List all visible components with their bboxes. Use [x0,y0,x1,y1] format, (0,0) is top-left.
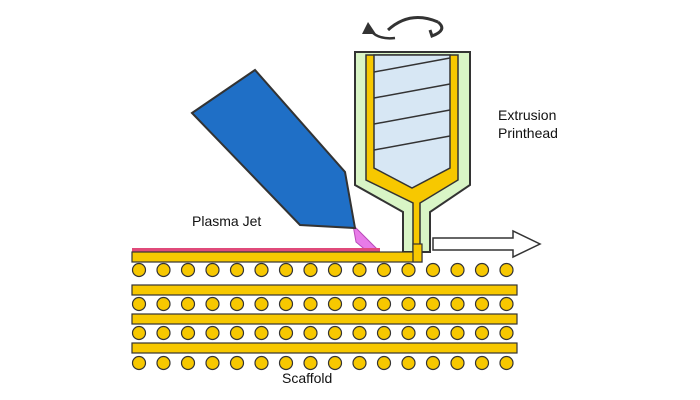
strand-cross-section [205,325,220,341]
strand-cross-section [450,325,465,341]
scaffold-strand [131,313,518,325]
strand-cross-section [450,355,465,371]
label-extrusion: Extrusion [498,107,556,123]
extrusion-printhead [354,51,471,253]
strand-cross-section [352,296,367,312]
label-printhead: Printhead [498,125,558,141]
strand-cross-section [401,355,416,371]
strand-cross-section [156,262,171,278]
strand-cross-section [401,296,416,312]
strand-cross-section [303,296,318,312]
strand-cross-section [229,262,245,278]
strand-cross-section [376,296,392,312]
curved-rotation-arrow-icon [362,16,444,40]
scaffold [131,243,518,371]
strand-cross-section [474,355,490,371]
strand-cross-sections-row [131,325,514,341]
strand-cross-section [303,355,318,371]
strand-cross-section [327,296,343,312]
strand-cross-sections-row [131,262,514,278]
strand-cross-section [229,296,245,312]
strand-cross-section [425,355,441,371]
strand-cross-section [499,296,514,312]
strand-cross-section [205,355,220,371]
top-strand [131,251,423,263]
strand-cross-section [376,262,392,278]
strand-cross-section [499,262,514,278]
strand-cross-sections-row [131,355,514,371]
strand-cross-section [180,325,196,341]
strand-cross-section [254,325,269,341]
strand-cross-section [352,325,367,341]
strand-cross-section [474,296,490,312]
strand-cross-section [425,296,441,312]
scaffold-strand [131,284,518,296]
strand-cross-section [205,296,220,312]
strand-cross-section [156,355,171,371]
strand-cross-section [401,262,416,278]
strand-cross-section [278,262,294,278]
strand-cross-section [474,325,490,341]
strand-cross-section [278,355,294,371]
strand-cross-section [425,325,441,341]
strand-cross-section [450,262,465,278]
plasma-glow [352,223,380,253]
right-arrow-icon [432,229,542,259]
filament-link [412,243,423,263]
strand-cross-section [474,262,490,278]
strand-cross-section [425,262,441,278]
strand-cross-section [303,262,318,278]
strand-cross-section [205,262,220,278]
strand-cross-section [376,325,392,341]
strand-cross-section [254,296,269,312]
strand-cross-section [131,296,147,312]
strand-cross-section [327,262,343,278]
strand-cross-section [156,296,171,312]
strand-cross-section [180,296,196,312]
strand-cross-section [229,355,245,371]
label-scaffold: Scaffold [282,370,332,386]
treated-layer [132,248,380,252]
strand-cross-section [352,355,367,371]
strand-cross-section [499,325,514,341]
strand-cross-section [131,262,147,278]
scaffold-strand [131,342,518,354]
strand-cross-section [180,262,196,278]
strand-cross-section [499,355,514,371]
strand-cross-section [254,262,269,278]
strand-cross-section [401,325,416,341]
strand-cross-section [327,325,343,341]
strand-cross-section [131,325,147,341]
strand-cross-section [303,325,318,341]
strand-cross-section [229,325,245,341]
strand-cross-section [352,262,367,278]
label-plasma-jet: Plasma Jet [192,213,261,229]
strand-cross-section [156,325,171,341]
strand-cross-section [131,355,147,371]
strand-cross-section [278,296,294,312]
strand-cross-section [278,325,294,341]
strand-cross-section [376,355,392,371]
plasma-jet-body [190,68,357,230]
strand-cross-section [450,296,465,312]
strand-cross-section [180,355,196,371]
strand-cross-sections-row [131,296,514,312]
strand-cross-section [327,355,343,371]
strand-cross-section [254,355,269,371]
